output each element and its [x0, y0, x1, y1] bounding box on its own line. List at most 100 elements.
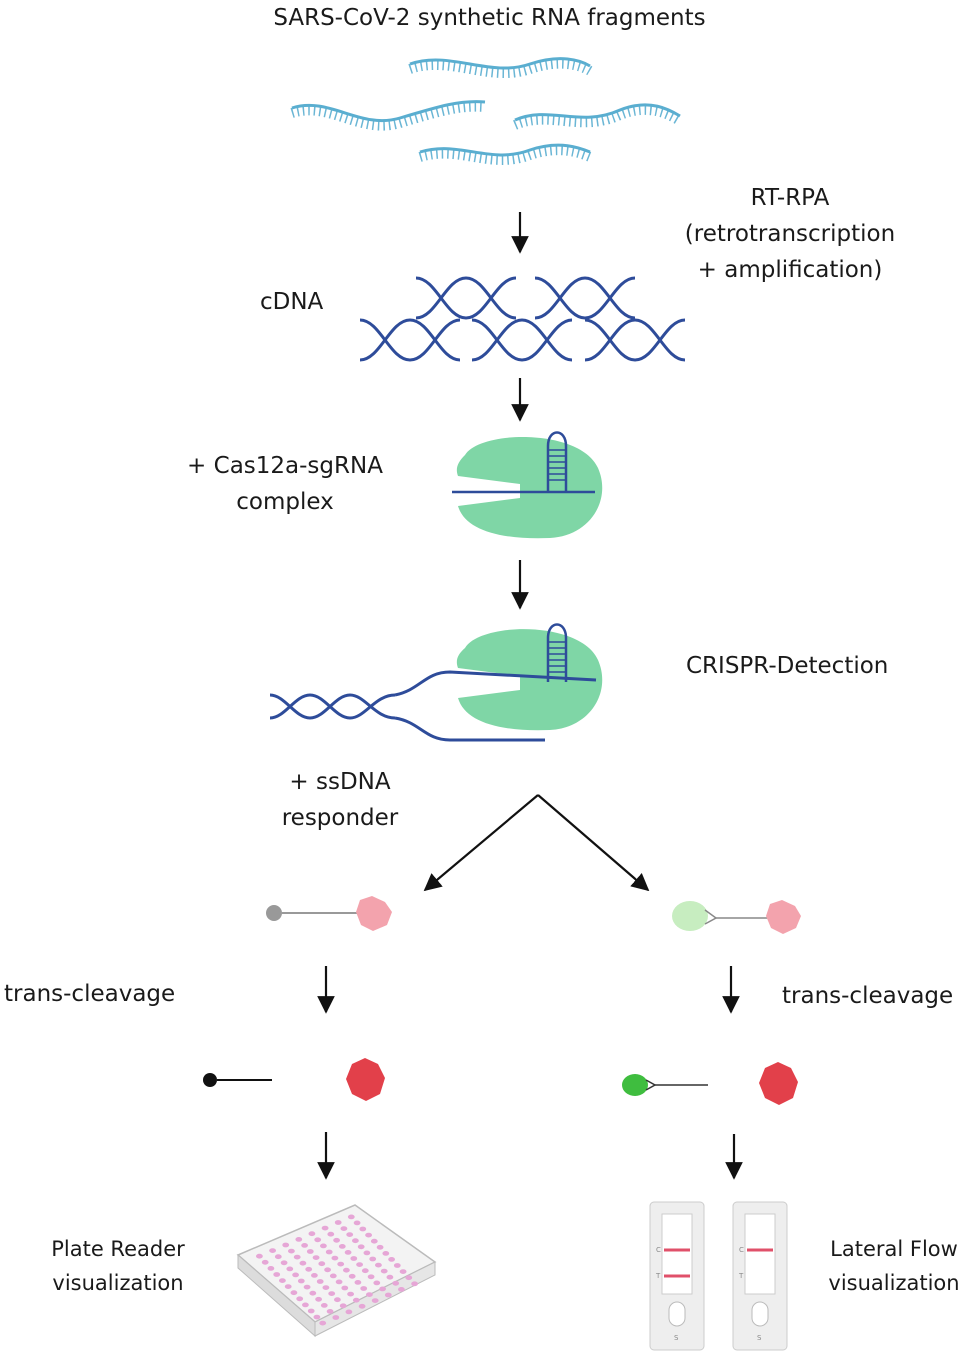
plate-well [373, 1280, 381, 1286]
rt-rpa-line-3: + amplification) [697, 257, 883, 283]
plate-well [332, 1315, 340, 1320]
plate-well [328, 1291, 336, 1296]
plate-well [318, 1261, 326, 1267]
plate-well [388, 1257, 395, 1262]
plate-well [380, 1268, 388, 1274]
plate-well [319, 1320, 327, 1326]
cas12a-sgrna-label: + Cas12a-sgRNA complex [170, 448, 400, 520]
plate-well [290, 1290, 298, 1296]
plate-well [269, 1248, 276, 1253]
flow-arrows [317, 212, 743, 1180]
rt-rpa-line-2: (retrotranscription [684, 221, 896, 247]
plate-well [358, 1303, 366, 1309]
plate-well [352, 1238, 359, 1244]
plate-well [267, 1266, 275, 1271]
plate-well [344, 1250, 352, 1255]
plate-well [334, 1220, 342, 1225]
strip-test-mark-2: T [738, 1272, 744, 1280]
plate-well [350, 1256, 358, 1261]
plate-well [331, 1255, 339, 1261]
plate-well [303, 1284, 311, 1290]
plate-well [322, 1285, 330, 1290]
plate-well [405, 1275, 413, 1281]
reporter-plate-reader [266, 896, 392, 931]
plate-well [274, 1254, 282, 1260]
plate-well [256, 1253, 263, 1259]
plate-well [316, 1279, 324, 1284]
arrow-split-right [537, 794, 650, 892]
plate-well [370, 1238, 378, 1244]
plate-well [320, 1303, 328, 1308]
lateral-flow-label: Lateral Flow visualization [812, 1232, 976, 1300]
plate-well [297, 1278, 305, 1284]
plate-well [382, 1251, 390, 1256]
lateral-flow-line-1: Lateral Flow [830, 1237, 958, 1261]
plate-well [324, 1267, 331, 1273]
plate-reader-line-1: Plate Reader [51, 1237, 185, 1261]
plate-well [327, 1231, 335, 1237]
strip-sample-mark-2: S [757, 1334, 762, 1342]
rt-rpa-line-1: RT-RPA [750, 185, 830, 211]
strip-test-mark: T [655, 1272, 661, 1280]
ssdna-responder-label: + ssDNA responder [250, 764, 430, 836]
crispr-detection-complex [269, 623, 603, 742]
plate-well [360, 1286, 368, 1291]
plate-well [301, 1243, 308, 1248]
plate-well [295, 1237, 303, 1242]
plate-well [309, 1290, 317, 1296]
plate-well [363, 1250, 371, 1256]
plate-well [333, 1237, 340, 1243]
plate-well [352, 1297, 360, 1303]
plate-well [288, 1248, 295, 1254]
plate-well [299, 1260, 307, 1266]
plate-reader-label: Plate Reader visualization [20, 1232, 216, 1300]
plate-reader-icon [236, 1204, 437, 1338]
plate-well [284, 1284, 292, 1289]
cdna-label: cDNA [260, 289, 324, 315]
cdna-helices [359, 276, 686, 362]
rt-rpa-label: RT-RPA (retrotranscription + amplificati… [660, 180, 920, 288]
trans-cleavage-left-label: trans-cleavage [4, 981, 176, 1007]
plate-well [392, 1280, 400, 1286]
strip-control-mark: C [656, 1246, 661, 1254]
lateral-flow-strip-negative: C T S [732, 1201, 788, 1351]
plate-well [293, 1254, 301, 1260]
cleaved-products-left [203, 1058, 385, 1101]
plate-well [357, 1244, 365, 1250]
plate-well [340, 1226, 348, 1231]
ssdna-line-1: + ssDNA [289, 769, 391, 795]
plate-well [361, 1268, 369, 1274]
plate-well [261, 1259, 269, 1265]
plate-well [326, 1309, 334, 1314]
plate-well [339, 1303, 347, 1309]
plate-well [365, 1232, 372, 1238]
plate-well [411, 1281, 418, 1287]
plate-well [371, 1298, 379, 1303]
plate-well [337, 1261, 345, 1267]
plate-well [334, 1297, 341, 1303]
plate-well [366, 1292, 373, 1297]
plate-well [320, 1243, 327, 1249]
plate-well [311, 1273, 318, 1278]
plate-well [308, 1231, 316, 1237]
crispr-detection-label: CRISPR-Detection [686, 653, 889, 679]
plate-well [347, 1291, 354, 1297]
plate-well [386, 1274, 394, 1280]
plate-well [286, 1266, 294, 1272]
plate-well [279, 1278, 286, 1283]
cas12a-complex [452, 431, 603, 539]
plate-well [367, 1274, 375, 1280]
plate-well [356, 1262, 363, 1267]
cleaved-products-right [622, 1062, 798, 1105]
plate-well [282, 1242, 290, 1248]
rna-fragments [290, 57, 683, 165]
plate-well [343, 1267, 350, 1273]
plate-well [312, 1255, 320, 1260]
lateral-flow-strip-positive: C T S [649, 1201, 705, 1351]
plate-well [338, 1244, 346, 1249]
plate-well [305, 1266, 313, 1272]
plate-well [369, 1256, 377, 1262]
strip-control-mark-2: C [739, 1246, 744, 1254]
plate-well [302, 1302, 309, 1308]
